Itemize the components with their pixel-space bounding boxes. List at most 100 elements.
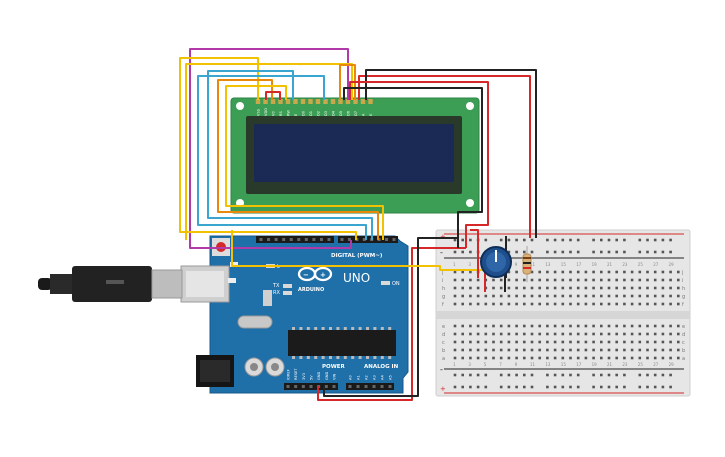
- breadboard-hole[interactable]: [492, 348, 495, 352]
- rail-hole[interactable]: [646, 250, 649, 254]
- breadboard-hole[interactable]: [661, 348, 665, 352]
- rail-hole[interactable]: [461, 238, 464, 242]
- breadboard-hole[interactable]: [615, 340, 618, 344]
- breadboard-hole[interactable]: [461, 302, 464, 306]
- lcd-pin[interactable]: [330, 99, 336, 104]
- breadboard-hole[interactable]: [453, 324, 457, 328]
- breadboard-hole[interactable]: [584, 356, 588, 360]
- breadboard-hole[interactable]: [623, 302, 626, 306]
- breadboard-hole[interactable]: [469, 270, 472, 274]
- breadboard-hole[interactable]: [569, 340, 572, 344]
- breadboard-hole[interactable]: [669, 332, 672, 336]
- breadboard-hole[interactable]: [515, 340, 518, 344]
- rail-hole[interactable]: [638, 238, 642, 242]
- rail-hole[interactable]: [507, 238, 511, 242]
- breadboard-hole[interactable]: [484, 324, 488, 328]
- breadboard-hole[interactable]: [546, 356, 549, 360]
- breadboard-hole[interactable]: [592, 270, 595, 274]
- breadboard-hole[interactable]: [607, 270, 611, 274]
- breadboard-hole[interactable]: [523, 302, 526, 306]
- breadboard-hole[interactable]: [638, 348, 642, 352]
- breadboard-hole[interactable]: [576, 340, 580, 344]
- rail-hole[interactable]: [576, 250, 580, 254]
- breadboard-hole[interactable]: [592, 340, 595, 344]
- breadboard-hole[interactable]: [507, 270, 511, 274]
- breadboard-hole[interactable]: [569, 286, 572, 290]
- breadboard-hole[interactable]: [607, 324, 611, 328]
- breadboard-hole[interactable]: [561, 340, 565, 344]
- breadboard-hole[interactable]: [476, 340, 480, 344]
- breadboard-hole[interactable]: [507, 356, 511, 360]
- breadboard-hole[interactable]: [553, 356, 557, 360]
- breadboard-hole[interactable]: [646, 278, 649, 282]
- header-pin[interactable]: [282, 238, 286, 241]
- breadboard-hole[interactable]: [638, 270, 642, 274]
- rail-hole[interactable]: [476, 385, 480, 389]
- rail-hole[interactable]: [592, 385, 595, 389]
- breadboard-hole[interactable]: [461, 324, 464, 328]
- breadboard-hole[interactable]: [546, 302, 549, 306]
- rail-hole[interactable]: [507, 373, 511, 377]
- breadboard-hole[interactable]: [569, 270, 572, 274]
- breadboard-hole[interactable]: [630, 348, 634, 352]
- rail-hole[interactable]: [523, 373, 526, 377]
- breadboard-hole[interactable]: [592, 348, 595, 352]
- breadboard-hole[interactable]: [600, 278, 603, 282]
- breadboard-hole[interactable]: [515, 294, 518, 298]
- header-pin[interactable]: [301, 385, 305, 388]
- breadboard-hole[interactable]: [546, 332, 549, 336]
- breadboard-hole[interactable]: [453, 270, 457, 274]
- breadboard-hole[interactable]: [538, 294, 541, 298]
- rail-hole[interactable]: [607, 250, 611, 254]
- breadboard-hole[interactable]: [476, 302, 480, 306]
- rail-hole[interactable]: [507, 250, 511, 254]
- breadboard-hole[interactable]: [607, 356, 611, 360]
- breadboard-hole[interactable]: [623, 332, 626, 336]
- breadboard-hole[interactable]: [615, 270, 618, 274]
- breadboard-hole[interactable]: [523, 286, 526, 290]
- breadboard-hole[interactable]: [492, 294, 495, 298]
- rail-hole[interactable]: [461, 385, 464, 389]
- breadboard-hole[interactable]: [669, 340, 672, 344]
- breadboard-hole[interactable]: [492, 286, 495, 290]
- breadboard-hole[interactable]: [661, 324, 665, 328]
- header-pin[interactable]: [312, 238, 316, 241]
- breadboard-hole[interactable]: [646, 356, 649, 360]
- header-pin[interactable]: [304, 238, 308, 241]
- header-pin[interactable]: [289, 238, 293, 241]
- breadboard-hole[interactable]: [561, 270, 565, 274]
- breadboard-hole[interactable]: [546, 340, 549, 344]
- breadboard-hole[interactable]: [677, 348, 680, 352]
- breadboard-hole[interactable]: [677, 286, 680, 290]
- header-pin[interactable]: [392, 238, 396, 241]
- rail-hole[interactable]: [523, 238, 526, 242]
- breadboard-hole[interactable]: [646, 324, 649, 328]
- breadboard-hole[interactable]: [600, 294, 603, 298]
- breadboard-hole[interactable]: [630, 278, 634, 282]
- breadboard-hole[interactable]: [523, 278, 526, 282]
- breadboard-hole[interactable]: [461, 332, 464, 336]
- breadboard-hole[interactable]: [677, 294, 680, 298]
- usb-cable-icon[interactable]: [38, 266, 183, 302]
- lcd-pin[interactable]: [353, 99, 358, 104]
- breadboard-hole[interactable]: [546, 286, 549, 290]
- breadboard-hole[interactable]: [677, 278, 680, 282]
- breadboard-hole[interactable]: [646, 348, 649, 352]
- rail-hole[interactable]: [523, 250, 526, 254]
- breadboard-hole[interactable]: [553, 324, 557, 328]
- breadboard-hole[interactable]: [469, 278, 472, 282]
- rail-hole[interactable]: [661, 373, 665, 377]
- breadboard-hole[interactable]: [476, 286, 480, 290]
- rail-hole[interactable]: [615, 238, 618, 242]
- breadboard-hole[interactable]: [661, 286, 665, 290]
- breadboard-hole[interactable]: [492, 356, 495, 360]
- lcd-pin[interactable]: [285, 99, 291, 104]
- rail-hole[interactable]: [661, 238, 665, 242]
- breadboard-hole[interactable]: [623, 324, 626, 328]
- breadboard-hole[interactable]: [600, 286, 603, 290]
- rail-hole[interactable]: [553, 250, 557, 254]
- breadboard-hole[interactable]: [569, 332, 572, 336]
- breadboard-hole[interactable]: [600, 302, 603, 306]
- breadboard-hole[interactable]: [507, 286, 511, 290]
